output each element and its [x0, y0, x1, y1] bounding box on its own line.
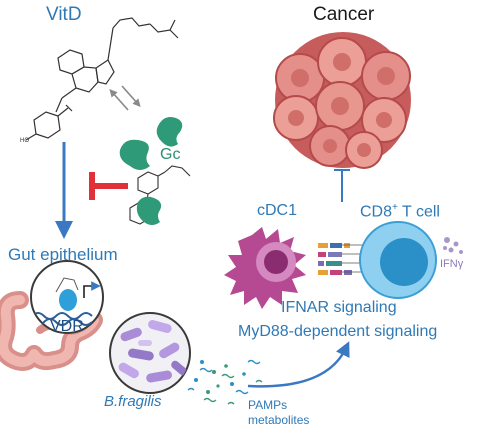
cd8-t-cell-label: CD8+ T cell — [360, 202, 440, 221]
ifng-label: IFNγ — [440, 258, 464, 270]
cd8-superscript: + — [392, 202, 398, 213]
tcell-kills-cancer-line-icon — [334, 169, 350, 202]
b-fragilis-zoom-icon — [109, 312, 191, 394]
vitamin-d-molecule-icon — [25, 17, 179, 141]
gc-protein-icon — [119, 139, 150, 170]
hydroxyl-label-icon: HO — [20, 138, 29, 144]
b-fragilis-label: B.fragilis — [104, 393, 162, 410]
ifnar-signaling-label: IFNAR signaling — [281, 299, 397, 316]
binding-equilibrium-arrows-icon — [109, 85, 141, 111]
pamps-label: PAMPs — [248, 398, 288, 412]
gc-protein-icon — [156, 117, 183, 147]
cd8-t-cell-icon — [359, 221, 437, 299]
cancer-tumor-icon — [273, 32, 411, 169]
ifng-dots-icon — [443, 237, 463, 254]
vdr-zoom-icon — [30, 260, 104, 334]
tcell-text: T cell — [397, 203, 440, 221]
vdr-label: VDR — [50, 318, 84, 335]
metabolites-label: metabolites — [248, 413, 310, 427]
pamps-particles-icon — [187, 359, 263, 405]
cd8-text: CD8 — [360, 203, 393, 221]
vitd-label: VitD — [46, 4, 82, 25]
cancer-label: Cancer — [313, 4, 375, 25]
gc-label: Gc — [160, 146, 181, 163]
cdc1-dendritic-cell-icon — [224, 227, 306, 309]
receptor-ligand-interaction-icon — [318, 243, 365, 275]
pamps-to-signaling-arrow-icon — [247, 341, 350, 388]
cdc1-label: cDC1 — [257, 202, 298, 219]
myd88-signaling-label: MyD88-dependent signaling — [238, 323, 438, 340]
gut-epithelium-label: Gut epithelium — [8, 245, 118, 264]
vitd-gc-complex-icon — [129, 165, 191, 225]
inhibition-symbol-icon — [89, 172, 128, 200]
